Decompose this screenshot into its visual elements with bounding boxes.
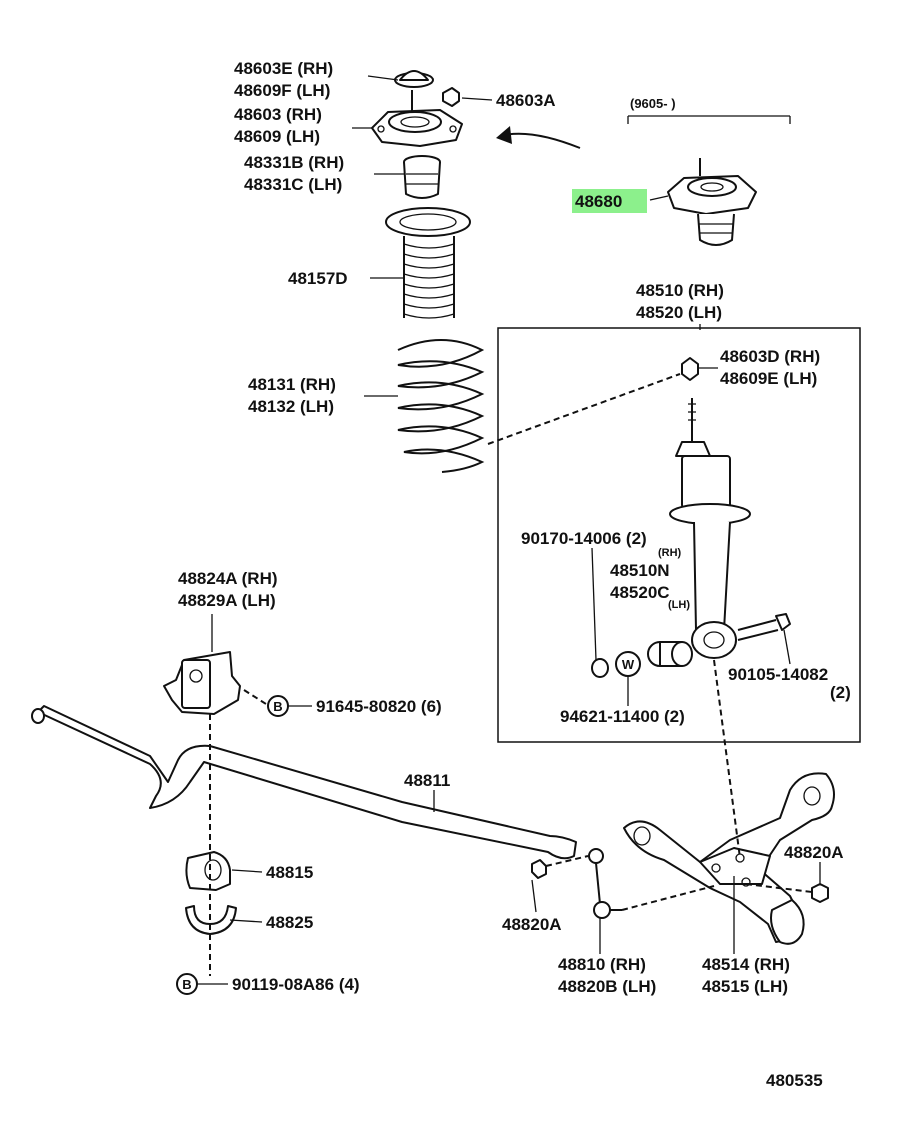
bolt-symbol-b-2-text: B — [182, 977, 191, 992]
arrow-head — [496, 126, 512, 144]
label-9605: (9605- ) — [630, 96, 676, 111]
stabilizer-link[interactable] — [531, 848, 622, 919]
label-48132: 48132 (LH) — [248, 397, 334, 416]
label-90170: 90170-14006 (2) — [521, 529, 647, 548]
label-48157D: 48157D — [288, 269, 348, 288]
label-48520: 48520 (LH) — [636, 303, 722, 322]
label-90105-qty: (2) — [830, 683, 851, 702]
label-48603A: 48603A — [496, 91, 556, 110]
arm-nut[interactable] — [811, 883, 829, 903]
diagram-number: 480535 — [766, 1071, 823, 1090]
label-48609E: 48609E (LH) — [720, 369, 817, 388]
lower-control-arm[interactable] — [623, 772, 835, 945]
label-91645: 91645-80820 (6) — [316, 697, 442, 716]
label-48515: 48515 (LH) — [702, 977, 788, 996]
label-48609: 48609 (LH) — [234, 127, 320, 146]
label-48131: 48131 (RH) — [248, 375, 336, 394]
label-48331C: 48331C (LH) — [244, 175, 342, 194]
label-48520C-lh: (LH) — [668, 599, 690, 611]
label-48824A: 48824A (RH) — [178, 569, 278, 588]
bushing[interactable] — [647, 641, 693, 667]
label-48825: 48825 — [266, 913, 313, 932]
label-48811: 48811 — [404, 771, 450, 790]
coil-spring[interactable] — [397, 339, 485, 473]
stabilizer-bar[interactable] — [31, 705, 577, 860]
label-90119: 90119-08A86 (4) — [232, 975, 360, 994]
dust-cap[interactable] — [394, 70, 434, 88]
label-48680[interactable]: 48680 — [575, 192, 622, 211]
label-48810: 48810 (RH) — [558, 955, 646, 974]
label-48603D: 48603D (RH) — [720, 347, 820, 366]
label-48820A-right: 48820A — [784, 843, 844, 862]
leader-lines — [197, 75, 821, 985]
label-48820B: 48820B (LH) — [558, 977, 656, 996]
small-nut[interactable] — [591, 658, 609, 678]
label-48520C: 48520C — [610, 583, 670, 602]
label-48514: 48514 (RH) — [702, 955, 790, 974]
support-nut[interactable] — [442, 87, 460, 107]
label-48331B: 48331B (RH) — [244, 153, 344, 172]
stabilizer-bushing[interactable] — [185, 851, 231, 891]
label-48820A-left: 48820A — [502, 915, 562, 934]
label-48510N-rh: (RH) — [658, 547, 682, 559]
label-48510: 48510 (RH) — [636, 281, 724, 300]
bound-stopper[interactable] — [403, 155, 441, 199]
shock-absorber[interactable] — [669, 398, 751, 659]
label-48815: 48815 — [266, 863, 313, 882]
shock-nut[interactable] — [681, 357, 699, 381]
label-48609F: 48609F (LH) — [234, 81, 330, 100]
label-48510N: 48510N — [610, 561, 670, 580]
bolt-symbol-b-1-text: B — [273, 699, 282, 714]
shock-bolt[interactable] — [737, 613, 791, 641]
label-90105: 90105-14082 — [728, 665, 828, 684]
strut-mount[interactable] — [371, 90, 463, 147]
bushing-retainer[interactable] — [185, 905, 237, 935]
stabilizer-bracket[interactable] — [163, 651, 241, 715]
label-48829A: 48829A (LH) — [178, 591, 276, 610]
strut-mount-assembly-48680[interactable] — [667, 158, 757, 246]
shock-absorber-box — [497, 327, 861, 743]
label-94621: 94621-11400 (2) — [560, 707, 685, 726]
label-48603: 48603 (RH) — [234, 105, 322, 124]
spring-bumper-boot[interactable] — [385, 207, 471, 319]
highlight-48680 — [572, 189, 647, 213]
label-48603E: 48603E (RH) — [234, 59, 333, 78]
replacement-arrow — [499, 132, 581, 149]
washer-symbol: W — [622, 657, 635, 672]
